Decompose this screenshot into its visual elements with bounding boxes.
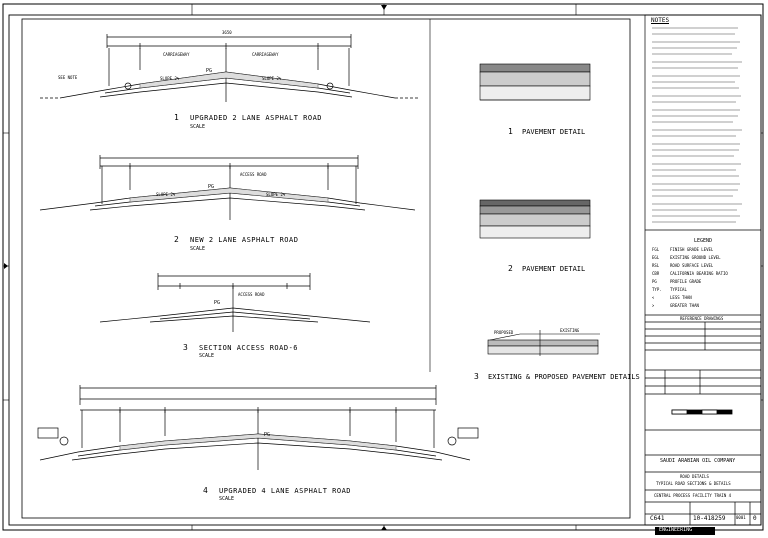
legend-code: TYP. [652,287,662,292]
label-carriageway-1b: CARRIAGEWAY [252,52,279,57]
section-title-3-number: 3 [183,343,188,352]
legend-text: CALIFORNIA BEARING RATIO [670,271,728,276]
label-pg-4: PG [264,432,271,438]
detail-title-3-number: 3 [474,372,479,381]
section-1-hatch [139,71,319,89]
label-slope-1b: SLOPE 2% [262,76,282,81]
section-title-2-number: 2 [174,235,179,244]
pavement-detail-3-drawing [487,330,600,356]
label-access-road-2: ACCESS ROAD [240,172,267,177]
section-title-4-scale: SCALE [219,496,235,502]
scale-bar [671,409,733,415]
drawing-index: C641 [650,515,665,522]
label-proposed-3: PROPOSED [494,330,514,335]
legend-text: GREATER THAN [670,303,699,308]
revision-number: 0 [753,515,757,522]
pavement-detail-2-drawing [479,199,591,239]
detail-title-2-number: 2 [508,264,513,273]
bottom-stamp: ENGINEERING [659,527,693,533]
detail-title-3: EXISTING & PROPOSED PAVEMENT DETAILS [488,373,640,381]
legend-code: CBR [652,271,660,276]
section-title-3: SECTION ACCESS ROAD-6 [199,344,299,352]
sheet-number: 0001 [736,515,746,520]
label-slope-2b: SLOPE 2% [266,192,286,197]
title-line-1: ROAD DETAILS [680,474,709,479]
section-title-1-scale: SCALE [190,124,206,130]
label-slope-2a: SLOPE 2% [156,192,176,197]
legend-text: EXISTING GROUND LEVEL [670,255,721,260]
label-pg-3: PG [214,300,221,306]
label-access-road-3: ACCESS ROAD [238,292,265,297]
detail-title-2: PAVEMENT DETAIL [522,265,586,273]
legend-code: PG [652,279,657,284]
reference-heading: REFERENCE DRAWINGS [680,316,724,321]
legend-heading: LEGEND [694,238,713,244]
label-pg-1: PG [206,68,213,74]
section-title-4: UPGRADED 4 LANE ASPHALT ROAD [219,487,352,495]
title-block [644,14,762,526]
title-line-2: TYPICAL ROAD SECTIONS & DETAILS [656,481,731,486]
contractor-stamp [655,527,715,535]
section-title-1: UPGRADED 2 LANE ASPHALT ROAD [190,114,323,122]
title-line-3: CENTRAL PROCESS FACILITY TRAIN 4 [654,493,732,498]
section-upgraded-4-lane [37,385,479,470]
detail-title-1: PAVEMENT DETAIL [522,128,586,136]
notes-heading: NOTES [651,17,670,24]
label-existing-3: EXISTING [560,328,580,333]
legend-text: ROAD SURFACE LEVEL [670,263,714,268]
legend-code: FGL [652,247,660,252]
legend-code: < [652,295,655,300]
legend-code: > [652,303,655,308]
section-access-road-6 [99,273,371,332]
legend-text: TYPICAL [670,287,687,292]
legend-text: FINISH GRADE LEVEL [670,247,714,252]
section-title-2-scale: SCALE [190,246,206,252]
company-name: SAUDI ARABIAN OIL COMPANY [660,458,736,464]
section-title-3-scale: SCALE [199,353,215,359]
notes-lines [652,27,742,223]
label-pg-2: PG [208,184,215,190]
section-title-2: NEW 2 LANE ASPHALT ROAD [190,236,299,244]
legend-text: PROFILE GRADE [670,279,702,284]
label-carriageway-1a: CARRIAGEWAY [163,52,190,57]
legend-code: RSL [652,263,660,268]
section-title-4-number: 4 [203,486,208,495]
legend-text: LESS THAN [670,295,692,300]
pavement-detail-1-drawing [479,63,591,101]
section-title-1-number: 1 [174,113,179,122]
label-slope-1a: SLOPE 2% [160,76,180,81]
legend-code: EGL [652,255,660,260]
detail-title-1-number: 1 [508,127,513,136]
label-dim-1: 3650 [222,30,232,35]
label-see-note-1: SEE NOTE [58,75,78,80]
drawing-number: 10-418259 [693,515,726,522]
